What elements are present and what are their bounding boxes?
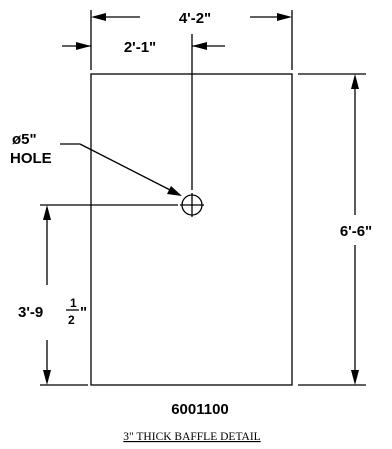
leader-arrow-icon xyxy=(167,186,182,196)
hole-callout: ø5" HOLE xyxy=(10,131,182,196)
overall-width-label: 4'-2" xyxy=(179,10,211,27)
part-number: 6001100 xyxy=(171,401,229,418)
arrow-up-icon xyxy=(43,205,51,220)
half-width-dimension: 2'-1" xyxy=(62,34,225,190)
half-width-label: 2'-1" xyxy=(124,39,156,56)
hole-height-fraction-numerator: 1 xyxy=(70,296,77,310)
overall-height-label: 6'-6" xyxy=(340,223,372,240)
arrow-left-icon xyxy=(91,13,106,21)
overall-width-dimension: 4'-2" xyxy=(90,10,293,70)
hole-label: HOLE xyxy=(10,150,52,167)
hole-symbol xyxy=(180,193,204,217)
hole-height-label: 3'-9 xyxy=(18,304,43,321)
hole-diameter-label: ø5" xyxy=(12,131,37,148)
detail-title: 3" THICK BAFFLE DETAIL xyxy=(123,431,260,443)
hole-height-dimension: 3'-9 1 2 " xyxy=(18,204,178,386)
arrow-down-icon xyxy=(43,370,51,385)
arrow-left-icon xyxy=(192,42,207,50)
arrow-right-icon xyxy=(277,13,292,21)
arrow-right-icon xyxy=(76,42,91,50)
hole-height-inch-mark: " xyxy=(80,304,87,321)
arrow-up-icon xyxy=(351,74,359,89)
overall-height-dimension: 6'-6" xyxy=(298,73,372,386)
arrow-down-icon xyxy=(351,370,359,385)
hole-height-fraction-denominator: 2 xyxy=(68,313,75,327)
